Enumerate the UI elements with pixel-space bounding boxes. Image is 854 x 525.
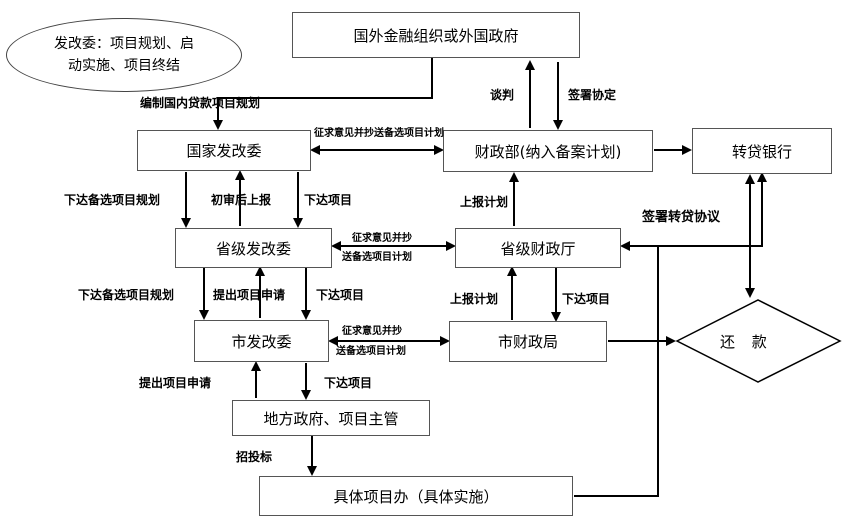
label-seek-opinion-national: 征求意见并抄送备选项目计划 bbox=[314, 128, 444, 139]
note-line-2: 动实施、项目终结 bbox=[68, 58, 180, 74]
label-issue-candidate-provincial: 下达备选项目规划 bbox=[78, 288, 175, 302]
repay-label: 还 款 bbox=[720, 333, 773, 351]
label-issue-project-national: 下达项目 bbox=[304, 193, 353, 207]
project-office-box: 具体项目办（具体实施） bbox=[259, 476, 573, 516]
label-compile-plan: 编制国内贷款项目规划 bbox=[140, 96, 261, 110]
label-issue-project-finance: 下达项目 bbox=[562, 292, 611, 306]
city-drc-box: 市发改委 bbox=[194, 320, 329, 362]
city-finance-box: 市财政局 bbox=[449, 321, 607, 362]
label-seek-opinion-city-1: 征求意见并抄 bbox=[342, 326, 402, 337]
label-report-plan-provincial: 上报计划 bbox=[460, 195, 509, 209]
label-negotiate: 谈判 bbox=[490, 88, 515, 102]
label-submit-application-city: 提出项目申请 bbox=[213, 288, 286, 302]
label-sign-onlending: 签署转贷协议 bbox=[642, 210, 721, 225]
ndrc-box: 国家发改委 bbox=[137, 130, 311, 171]
label-submit-application-local: 提出项目申请 bbox=[139, 376, 212, 390]
local-gov-box: 地方政府、项目主管 bbox=[232, 400, 430, 436]
label-report-plan-city: 上报计划 bbox=[450, 292, 499, 306]
label-issue-candidate-national: 下达备选项目规划 bbox=[64, 193, 161, 207]
label-seek-opinion-provincial-2: 送备选项目计划 bbox=[342, 252, 412, 263]
label-seek-opinion-provincial-1: 征求意见并抄 bbox=[352, 233, 412, 244]
provincial-finance-box: 省级财政厅 bbox=[455, 228, 621, 268]
onlending-bank-box: 转贷银行 bbox=[692, 128, 832, 174]
ndrc-role-note: 发改委：项目规划、启 动实施、项目终结 bbox=[6, 18, 242, 92]
foreign-gov-box: 国外金融组织或外国政府 bbox=[292, 12, 580, 58]
label-issue-project-city: 下达项目 bbox=[324, 376, 373, 390]
label-seek-opinion-city-2: 送备选项目计划 bbox=[336, 346, 406, 357]
label-sign-agreement: 签署协定 bbox=[568, 88, 617, 102]
label-prelim-review: 初审后上报 bbox=[211, 193, 272, 207]
mof-box: 财政部(纳入备案计划) bbox=[443, 130, 653, 172]
label-bidding: 招投标 bbox=[236, 450, 273, 464]
repay-diamond bbox=[675, 299, 842, 383]
note-line-1: 发改委：项目规划、启 bbox=[54, 36, 194, 52]
label-issue-project-provincial: 下达项目 bbox=[316, 288, 365, 302]
provincial-drc-box: 省级发改委 bbox=[175, 228, 332, 268]
